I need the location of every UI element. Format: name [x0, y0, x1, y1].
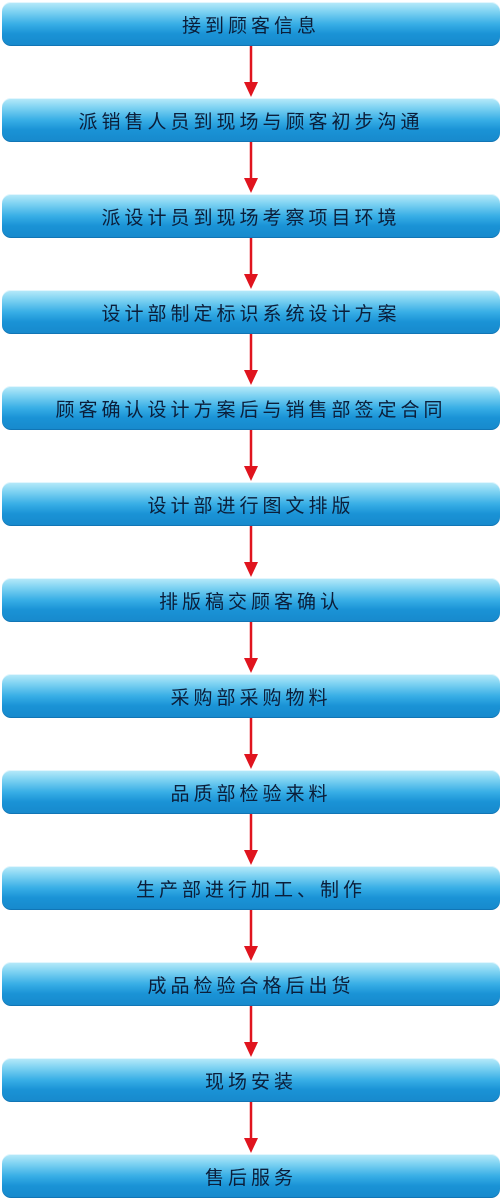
- step-production: 生产部进行加工、制作: [2, 866, 500, 910]
- step-label: 品质部检验来料: [170, 782, 332, 805]
- step-label: 派设计员到现场考察项目环境: [101, 206, 401, 229]
- down-arrow-icon: [243, 526, 259, 578]
- step-layout-design: 设计部进行图文排版: [2, 482, 500, 526]
- step-label: 采购部采购物料: [170, 686, 332, 709]
- down-arrow-icon: [243, 814, 259, 866]
- step-label: 设计部进行图文排版: [147, 494, 355, 517]
- down-arrow-icon: [243, 622, 259, 674]
- down-arrow-icon: [243, 334, 259, 386]
- step-designer-site-survey: 派设计员到现场考察项目环境: [2, 194, 500, 238]
- step-label: 派销售人员到现场与顾客初步沟通: [78, 110, 424, 133]
- down-arrow-icon: [243, 238, 259, 290]
- step-label: 接到顾客信息: [181, 14, 320, 37]
- step-label: 售后服务: [204, 1166, 297, 1189]
- step-label: 成品检验合格后出货: [147, 974, 355, 997]
- step-purchase-materials: 采购部采购物料: [2, 674, 500, 718]
- step-onsite-installation: 现场安装: [2, 1058, 500, 1102]
- step-receive-customer-info: 接到顾客信息: [2, 2, 500, 46]
- down-arrow-icon: [243, 142, 259, 194]
- step-after-sales-service: 售后服务: [2, 1154, 500, 1198]
- step-final-inspection-shipping: 成品检验合格后出货: [2, 962, 500, 1006]
- down-arrow-icon: [243, 1006, 259, 1058]
- step-label: 生产部进行加工、制作: [135, 878, 366, 901]
- down-arrow-icon: [243, 430, 259, 482]
- step-sign-contract: 顾客确认设计方案后与销售部签定合同: [2, 386, 500, 430]
- step-label: 现场安装: [204, 1070, 297, 1093]
- step-sales-initial-communication: 派销售人员到现场与顾客初步沟通: [2, 98, 500, 142]
- down-arrow-icon: [243, 718, 259, 770]
- down-arrow-icon: [243, 1102, 259, 1154]
- step-incoming-inspection: 品质部检验来料: [2, 770, 500, 814]
- step-label: 设计部制定标识系统设计方案: [101, 302, 401, 325]
- step-label: 排版稿交顾客确认: [158, 590, 343, 613]
- step-label: 顾客确认设计方案后与销售部签定合同: [55, 398, 447, 421]
- step-design-scheme: 设计部制定标识系统设计方案: [2, 290, 500, 334]
- down-arrow-icon: [243, 46, 259, 98]
- down-arrow-icon: [243, 910, 259, 962]
- step-customer-confirm-layout: 排版稿交顾客确认: [2, 578, 500, 622]
